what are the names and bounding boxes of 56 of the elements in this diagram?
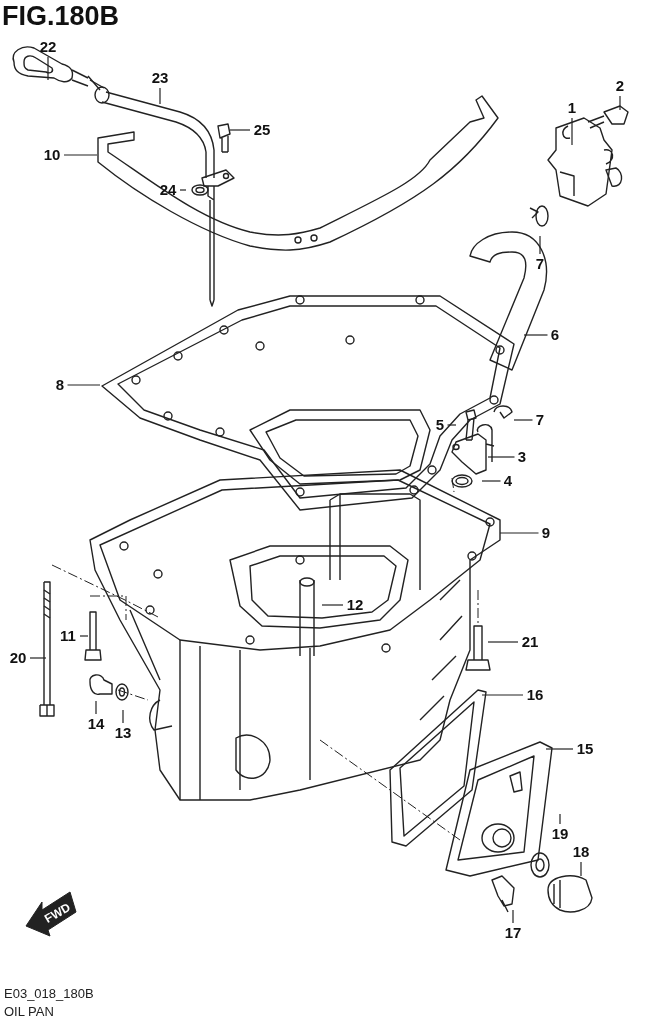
leader-line bbox=[321, 604, 344, 606]
callout-number: 7 bbox=[534, 256, 546, 272]
leader-line bbox=[95, 700, 97, 715]
leader-line bbox=[499, 532, 540, 534]
callout-number: 7 bbox=[534, 412, 546, 428]
callout-number: 17 bbox=[503, 925, 523, 941]
leader-line bbox=[122, 709, 124, 724]
callout-number: 21 bbox=[520, 634, 540, 650]
leader-line bbox=[79, 635, 89, 637]
leader-line bbox=[512, 909, 514, 924]
leader-line bbox=[523, 334, 549, 336]
callout-number: 16 bbox=[525, 687, 545, 703]
callout-number: 22 bbox=[38, 39, 58, 55]
drawing-code: E03_018_180B bbox=[4, 986, 94, 1001]
leader-line bbox=[63, 154, 98, 156]
leader-line bbox=[66, 384, 101, 386]
leader-line bbox=[545, 748, 574, 750]
leader-line bbox=[29, 657, 47, 659]
leader-line bbox=[47, 56, 49, 81]
callout-number: 11 bbox=[58, 628, 78, 644]
figure-title: FIG.180B bbox=[2, 0, 120, 32]
leader-line bbox=[619, 95, 621, 111]
leader-line bbox=[487, 641, 519, 643]
callout-number: 9 bbox=[540, 525, 552, 541]
leader-line bbox=[179, 189, 187, 191]
callout-number: 19 bbox=[550, 826, 570, 842]
callout-number: 10 bbox=[42, 147, 62, 163]
callout-number: 8 bbox=[54, 377, 66, 393]
callout-number: 18 bbox=[571, 844, 591, 860]
callout-number: 24 bbox=[158, 182, 178, 198]
callout-number: 1 bbox=[566, 100, 578, 116]
callout-number: 2 bbox=[614, 78, 626, 94]
callout-number: 6 bbox=[549, 327, 561, 343]
diagram-subtitle: OIL PAN bbox=[4, 1004, 54, 1019]
leader-line bbox=[446, 424, 457, 426]
callout-number: 13 bbox=[113, 725, 133, 741]
callout-number: 3 bbox=[516, 449, 528, 465]
leader-line bbox=[229, 129, 251, 131]
leader-line bbox=[559, 813, 561, 825]
callout-number: 20 bbox=[8, 650, 28, 666]
leader-line bbox=[571, 117, 573, 146]
callout-number: 23 bbox=[150, 70, 170, 86]
callout-number: 15 bbox=[575, 741, 595, 757]
callout-number: 5 bbox=[434, 417, 446, 433]
callout-number: 4 bbox=[502, 473, 514, 489]
leader-line bbox=[580, 861, 582, 877]
callout-number: 12 bbox=[345, 597, 365, 613]
leader-line bbox=[487, 456, 516, 458]
leader-line bbox=[159, 87, 161, 105]
leader-line bbox=[513, 419, 534, 421]
leader-line bbox=[539, 235, 541, 255]
leader-line bbox=[481, 480, 502, 482]
callout-number: 25 bbox=[252, 122, 272, 138]
fwd-label: FWD bbox=[42, 900, 74, 927]
leader-line bbox=[481, 694, 524, 696]
callout-number: 14 bbox=[86, 716, 106, 732]
